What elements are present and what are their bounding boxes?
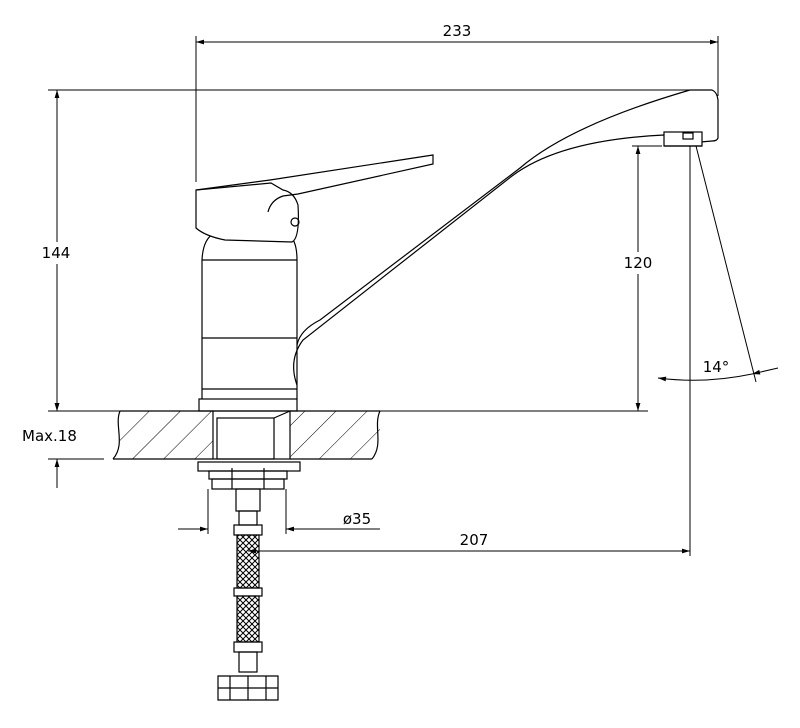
spout <box>293 89 719 386</box>
dimension-120: 120 <box>297 145 662 412</box>
dimension-max18: Max.18 <box>18 385 104 488</box>
dimension-233-label: 233 <box>443 22 472 40</box>
faucet-body <box>198 233 298 412</box>
dimension-233: 233 <box>195 22 719 182</box>
lever-handle <box>195 154 434 243</box>
dimension-max18-label: Max.18 <box>22 427 77 445</box>
dimension-120-label: 120 <box>624 254 653 272</box>
dimension-144-label: 144 <box>42 244 71 262</box>
dimension-207: 207 <box>248 531 690 554</box>
mounting-nut <box>197 461 301 512</box>
countertop <box>112 410 381 460</box>
dimension-144: 144 <box>34 89 690 412</box>
dimension-diameter-label: ø35 <box>343 510 371 528</box>
dimension-207-label: 207 <box>460 531 489 549</box>
dimension-angle-label: 14° <box>703 358 730 376</box>
dimension-angle: 14° <box>657 145 779 556</box>
dimension-diameter: ø35 <box>178 489 380 534</box>
supply-hose <box>217 510 279 701</box>
